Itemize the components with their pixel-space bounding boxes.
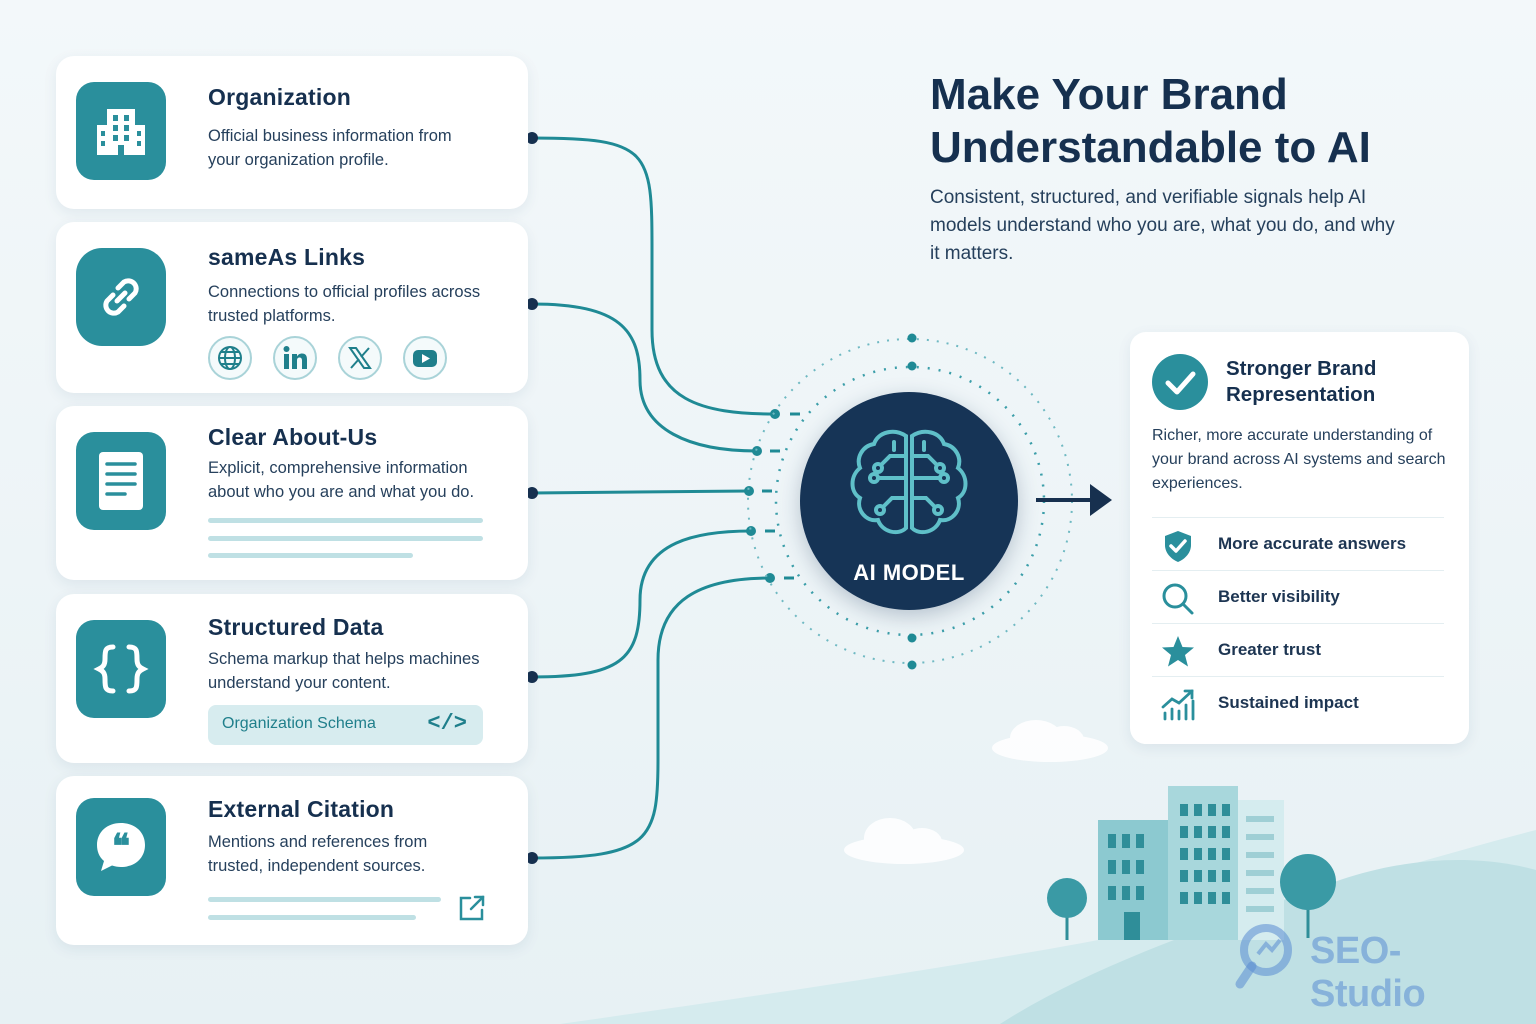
result-description: Richer, more accurate understanding of y…: [1152, 427, 1446, 492]
brain-circuit-icon: [844, 426, 974, 546]
card-title: External Citation: [208, 796, 395, 822]
source-card-about-us: Clear About-Us Explicit, comprehensive i…: [56, 406, 528, 580]
card-title: Clear About-Us: [208, 424, 378, 450]
card-title: Organization: [208, 84, 351, 110]
city-buildings-icon: [1098, 786, 1284, 940]
seo-studio-logo: SEO-Studio: [1234, 918, 1514, 1015]
organization-schema-chip[interactable]: Organization Schema </>: [208, 705, 483, 745]
page-subtitle: Consistent, structured, and verifiable s…: [930, 187, 1395, 264]
checkmark-icon: [1152, 354, 1208, 410]
card-description: Schema markup that helps machines unders…: [208, 650, 480, 692]
quote-icon: ❝: [76, 798, 166, 896]
connector-start-dots: [526, 132, 538, 864]
connector-lines: [531, 136, 776, 860]
chip-label: Organization Schema: [222, 715, 376, 732]
link-icon: [76, 248, 166, 346]
ai-model-node: AI MODEL: [800, 392, 1018, 610]
shield-check-icon: [1160, 528, 1196, 564]
connector-dashes: [762, 412, 800, 580]
card-description: Connections to official profiles across …: [208, 283, 481, 325]
star-icon: [1160, 634, 1196, 670]
watermark-text: SEO-Studio: [1310, 930, 1426, 1015]
cloud-icon: [992, 720, 1108, 762]
card-description: Official business information from your …: [208, 127, 452, 169]
text-line-placeholder: [208, 897, 441, 902]
external-link-icon[interactable]: [456, 892, 488, 924]
connector-citation: [531, 576, 771, 860]
benefit-label: Sustained impact: [1218, 693, 1359, 712]
document-icon: [76, 432, 166, 530]
cloud-icon: [844, 818, 964, 864]
text-line-placeholder: [208, 553, 413, 558]
benefit-label: Better visibility: [1218, 587, 1340, 606]
building-icon: [76, 82, 166, 180]
card-description: Mentions and references from trusted, in…: [208, 833, 428, 875]
benefit-item: Better visibility: [1152, 570, 1444, 623]
benefit-item: Greater trust: [1152, 623, 1444, 676]
ring-dots: [907, 333, 917, 670]
source-card-external-citation: ❝ External Citation Mentions and referen…: [56, 776, 528, 945]
svg-text:❝: ❝: [112, 829, 130, 866]
growth-chart-icon: [1160, 687, 1196, 723]
arrow-right-icon: [1036, 484, 1112, 516]
tree-icon: [1047, 878, 1087, 940]
connector-sameas: [531, 302, 758, 453]
search-icon: [1160, 581, 1196, 617]
code-icon: </>: [427, 711, 467, 736]
globe-icon[interactable]: [208, 336, 252, 380]
tree-icon: [1280, 854, 1336, 938]
card-title: Structured Data: [208, 614, 384, 640]
benefit-label: Greater trust: [1218, 640, 1321, 659]
card-title: sameAs Links: [208, 244, 366, 270]
card-description: Explicit, comprehensive information abou…: [208, 459, 475, 501]
source-card-structured-data: Structured Data Schema markup that helps…: [56, 594, 528, 763]
braces-icon: [76, 620, 166, 718]
youtube-icon[interactable]: [403, 336, 447, 380]
text-line-placeholder: [208, 915, 416, 920]
benefit-label: More accurate answers: [1218, 534, 1407, 553]
benefit-item: More accurate answers: [1152, 517, 1444, 570]
benefit-item: Sustained impact: [1152, 676, 1444, 729]
linkedin-icon[interactable]: [273, 336, 317, 380]
hill-shape: [1000, 860, 1536, 1024]
connector-about: [531, 489, 750, 495]
text-line-placeholder: [208, 518, 483, 523]
connector-end-dots: [744, 409, 780, 583]
connector-organization: [531, 136, 776, 416]
text-line-placeholder: [208, 536, 483, 541]
page-title: Make Your Brand Understandable to AI: [930, 70, 1371, 172]
connector-structured: [531, 529, 752, 679]
source-card-sameas: sameAs Links Connections to official pro…: [56, 222, 528, 393]
result-title: Stronger Brand Representation: [1226, 357, 1377, 406]
result-card: Stronger Brand Representation Richer, mo…: [1130, 332, 1469, 744]
ai-model-label: AI MODEL: [853, 560, 965, 585]
x-icon[interactable]: [338, 336, 382, 380]
source-card-organization: Organization Official business informati…: [56, 56, 528, 209]
